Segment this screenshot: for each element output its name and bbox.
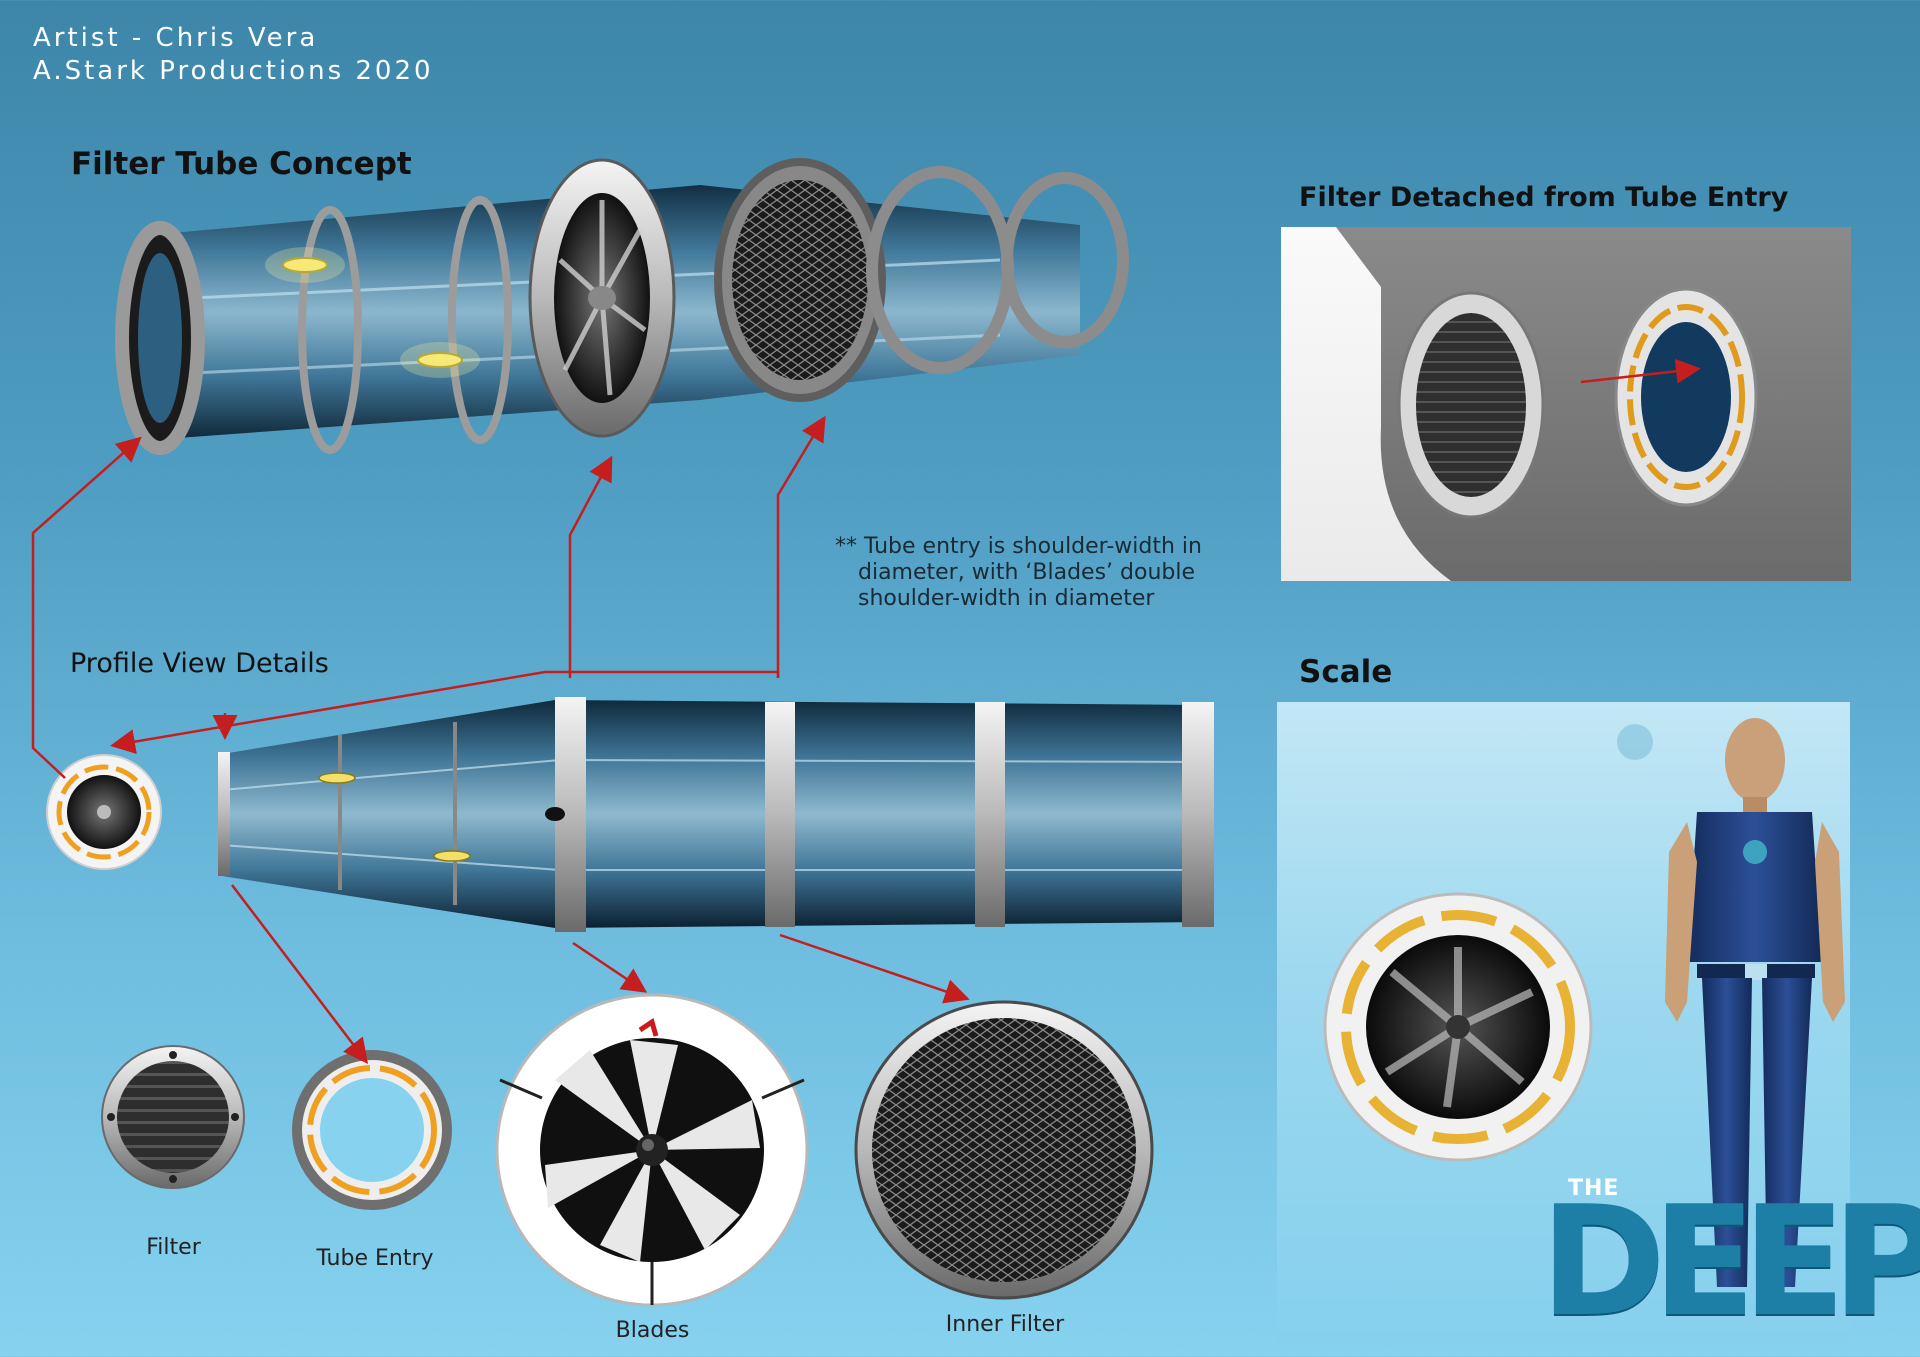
tube-entry-caption: Tube Entry xyxy=(316,1246,434,1271)
diameter-note: ** Tube entry is shoulder-width in diame… xyxy=(835,534,1235,612)
inner-filter-caption: Inner Filter xyxy=(945,1312,1065,1337)
detached-heading: Filter Detached from Tube Entry xyxy=(1299,182,1789,213)
profile-tube xyxy=(218,697,1214,932)
note-line-1: ** Tube entry is shoulder-width in xyxy=(835,534,1202,559)
tube-entry-part xyxy=(292,1050,452,1210)
scale-illustration xyxy=(1323,718,1845,1287)
detached-illustration xyxy=(1336,227,1851,581)
scale-heading: Scale xyxy=(1299,654,1393,690)
note-line-3: shoulder-width in diameter xyxy=(858,586,1155,611)
studio-credit: A.Stark Productions 2020 xyxy=(33,56,434,86)
logo-deep-text: DEEP xyxy=(1540,1173,1920,1350)
filter-part xyxy=(101,1045,245,1189)
logo-the-text: THE xyxy=(1568,1176,1620,1201)
artist-credit: Artist - Chris Vera xyxy=(33,23,319,53)
profile-heading: Profile View Details xyxy=(70,648,329,679)
credits: Artist - Chris Vera A.Stark Productions … xyxy=(33,22,434,88)
inner-filter-part xyxy=(854,1000,1154,1300)
blades-part xyxy=(495,993,809,1307)
concept-heading: Filter Tube Concept xyxy=(71,146,412,182)
profile-entry-ring xyxy=(46,754,162,870)
concept-tube xyxy=(115,158,1129,455)
note-line-2: diameter, with ‘Blades’ double xyxy=(858,560,1195,585)
detached-panel xyxy=(1281,227,1851,581)
callout-arrows xyxy=(31,415,970,1064)
the-deep-logo: THE DEEP xyxy=(1540,1168,1920,1338)
scale-panel xyxy=(1277,702,1850,1342)
blades-caption: Blades xyxy=(615,1318,690,1343)
filter-caption: Filter xyxy=(146,1235,201,1260)
